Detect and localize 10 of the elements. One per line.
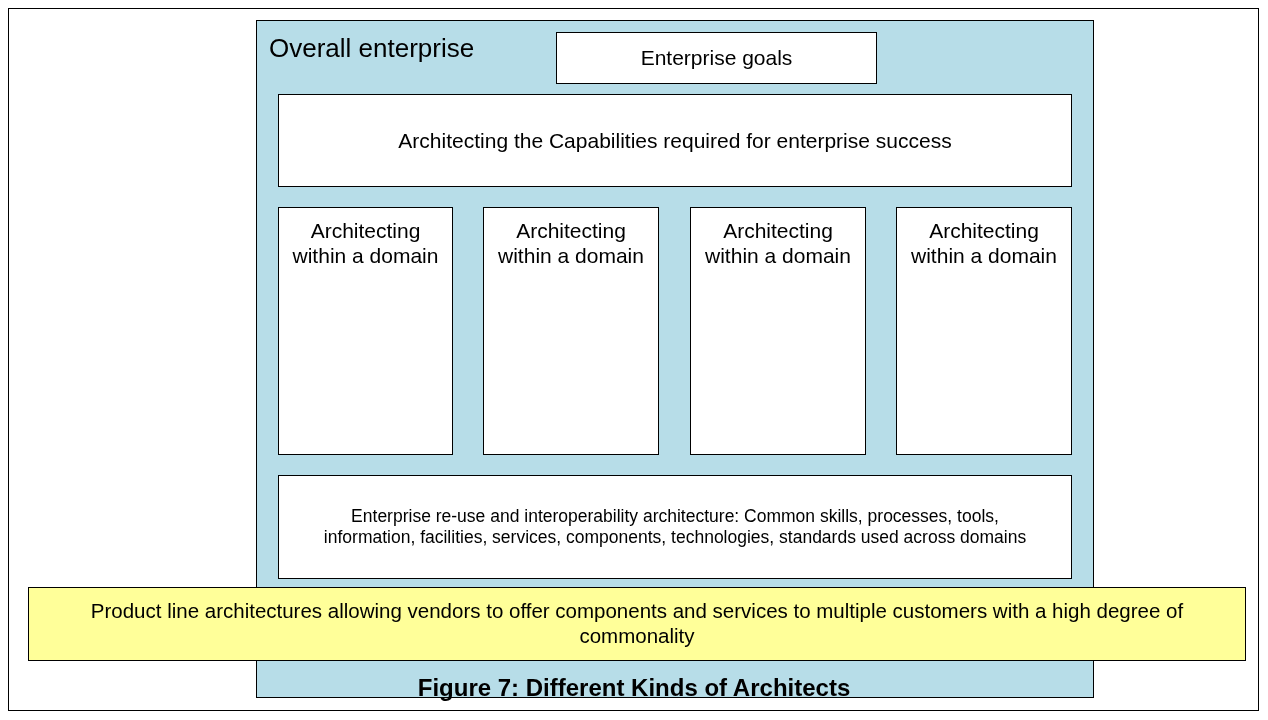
figure-caption: Figure 7: Different Kinds of Architects: [417, 674, 851, 701]
domain-box: Architecting within a domain: [896, 207, 1072, 455]
panel-heading: Overall enterprise: [269, 33, 475, 65]
domain-box: Architecting within a domain: [690, 207, 866, 455]
process-box: Enterprise goals: [556, 32, 877, 84]
note-box: Product line architectures allowing vendors to offer components and services to multiple customers with a high degree of commonality: [28, 587, 1246, 661]
domain-box: Architecting within a domain: [483, 207, 659, 455]
domain-box: Architecting within a domain: [278, 207, 453, 455]
process-box: Architecting the Capabilities required for enterprise success: [278, 94, 1072, 187]
process-box: Enterprise re-use and interoperability architecture: Common skills, processes, tools, information, facilities, services, components, technologies, standards used across domains: [278, 475, 1072, 579]
